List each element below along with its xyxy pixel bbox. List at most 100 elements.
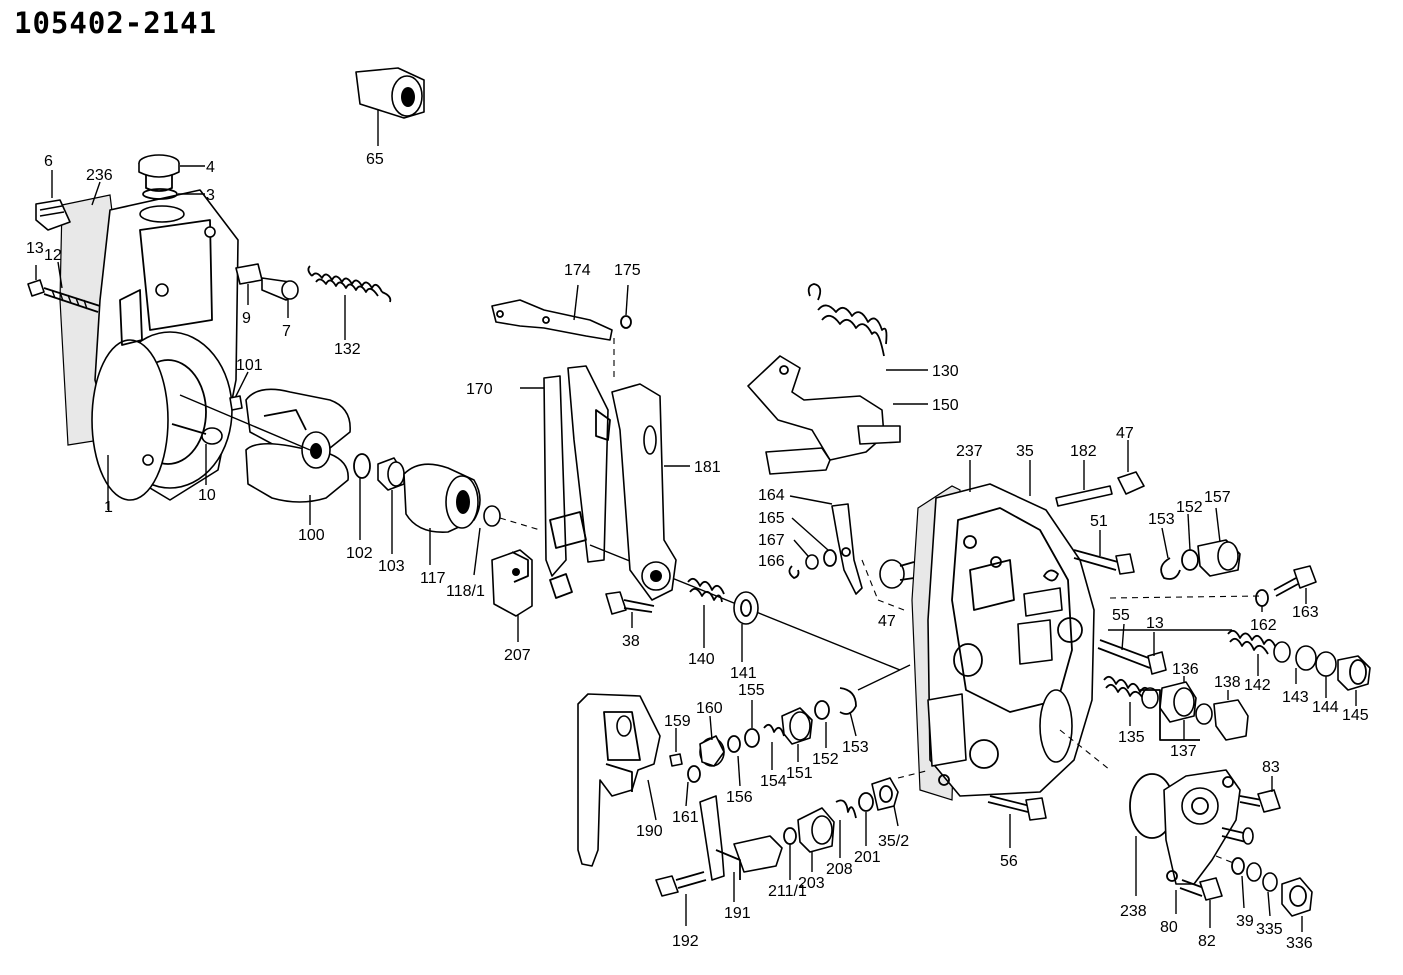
part-9-bracket: [235, 263, 263, 305]
part-6-plug: [35, 170, 71, 231]
part-157-sleeve: [1197, 507, 1241, 577]
label-152-lower: 152: [812, 751, 839, 768]
part-143-washer: [1273, 641, 1297, 684]
part-56-screw: [987, 795, 1047, 848]
label-166: 166: [758, 553, 785, 570]
label-100: 100: [298, 527, 325, 544]
label-152-upper: 152: [1176, 499, 1203, 516]
part-135-spring: [1103, 675, 1153, 726]
part-211-1-washer: [783, 827, 797, 880]
part-152-ring-lower: [814, 700, 830, 748]
label-203: 203: [798, 875, 825, 892]
label-102: 102: [346, 545, 373, 562]
label-56: 56: [1000, 853, 1018, 870]
alignment-line-39: [1215, 855, 1237, 865]
part-155-washer: [744, 700, 760, 748]
label-164: 164: [758, 487, 785, 504]
label-162: 162: [1250, 617, 1277, 634]
part-140-spring: [687, 577, 725, 648]
label-118-1: 118/1: [446, 583, 485, 600]
label-156: 156: [726, 789, 753, 806]
label-174: 174: [564, 262, 591, 279]
label-82: 82: [1198, 933, 1216, 950]
part-142-spring: [1227, 629, 1277, 676]
part-10-screw: [171, 423, 223, 485]
label-157: 157: [1204, 489, 1231, 506]
part-170-lever: [520, 365, 901, 671]
part-164-link: [789, 495, 863, 595]
label-167: 167: [758, 532, 785, 549]
label-12: 12: [44, 247, 62, 264]
part-160-bushing: [699, 715, 725, 767]
label-207: 207: [504, 647, 531, 664]
part-3-ring: [142, 188, 205, 200]
label-13-left: 13: [26, 240, 44, 257]
label-163: 163: [1292, 604, 1319, 621]
leader-236: [91, 181, 101, 206]
part-117-sleeve: [403, 463, 481, 565]
label-83: 83: [1262, 759, 1280, 776]
label-7: 7: [282, 323, 291, 340]
part-82-screw: [1179, 877, 1223, 928]
part-35-2-plug: [871, 777, 899, 827]
label-35: 35: [1016, 443, 1034, 460]
label-141: 141: [730, 665, 757, 682]
part-166-clip: [788, 565, 800, 579]
part-39-washer: [1231, 857, 1245, 909]
part-192-screw: [655, 871, 707, 926]
part-1-governor-housing: [59, 189, 239, 510]
label-132: 132: [334, 341, 361, 358]
label-160: 160: [696, 700, 723, 717]
label-153-lower: 153: [842, 739, 869, 756]
label-192: 192: [672, 933, 699, 950]
part-163-screw: [1273, 565, 1317, 604]
label-13-right: 13: [1146, 615, 1164, 632]
label-145: 145: [1342, 707, 1369, 724]
part-162-washer: [1255, 589, 1269, 612]
part-161-washer: [685, 765, 701, 807]
label-150: 150: [932, 397, 959, 414]
label-47-upper: 47: [1116, 425, 1134, 442]
part-156-washer: [727, 735, 741, 787]
label-4: 4: [206, 159, 215, 176]
part-55-screw: [1097, 623, 1167, 675]
part-159-pin: [669, 728, 683, 767]
label-9: 9: [242, 310, 251, 327]
label-191: 191: [724, 905, 751, 922]
label-143: 143: [1282, 689, 1309, 706]
label-10: 10: [198, 487, 216, 504]
part-190-lever: [577, 693, 661, 867]
label-6: 6: [44, 153, 53, 170]
label-117: 117: [420, 570, 446, 587]
label-80: 80: [1160, 919, 1178, 936]
part-12-screw: [27, 261, 101, 313]
part-175-clip: [613, 284, 632, 380]
part-38-screw: [605, 591, 655, 628]
label-336: 336: [1286, 935, 1313, 952]
part-208-spring: [835, 799, 857, 858]
part-203-bushing: [797, 807, 835, 872]
part-83-screw: [1239, 776, 1281, 813]
part-118-1-washer: [473, 505, 541, 576]
alignment-line-35-2: [897, 769, 931, 779]
part-336-cap-nut: [1281, 877, 1313, 932]
label-135: 135: [1118, 729, 1145, 746]
label-1: 1: [104, 499, 113, 516]
part-80-cover: [1163, 769, 1241, 914]
part-screw-right: [1221, 827, 1254, 845]
part-151-sleeve: [781, 707, 813, 762]
label-47-lower: 47: [878, 613, 896, 630]
label-130: 130: [932, 363, 959, 380]
label-159: 159: [664, 713, 691, 730]
part-51-screw: [1073, 530, 1135, 575]
part-141-cap: [733, 591, 759, 662]
bracket-137: [1140, 689, 1200, 741]
part-207-block: [491, 549, 533, 642]
label-65: 65: [366, 151, 384, 168]
part-102-washer: [353, 453, 371, 540]
part-132-spring: [307, 265, 392, 340]
label-51: 51: [1090, 513, 1108, 530]
part-153-clip-upper: [1160, 527, 1181, 580]
part-174-lever: [491, 284, 613, 341]
label-335: 335: [1256, 921, 1283, 938]
